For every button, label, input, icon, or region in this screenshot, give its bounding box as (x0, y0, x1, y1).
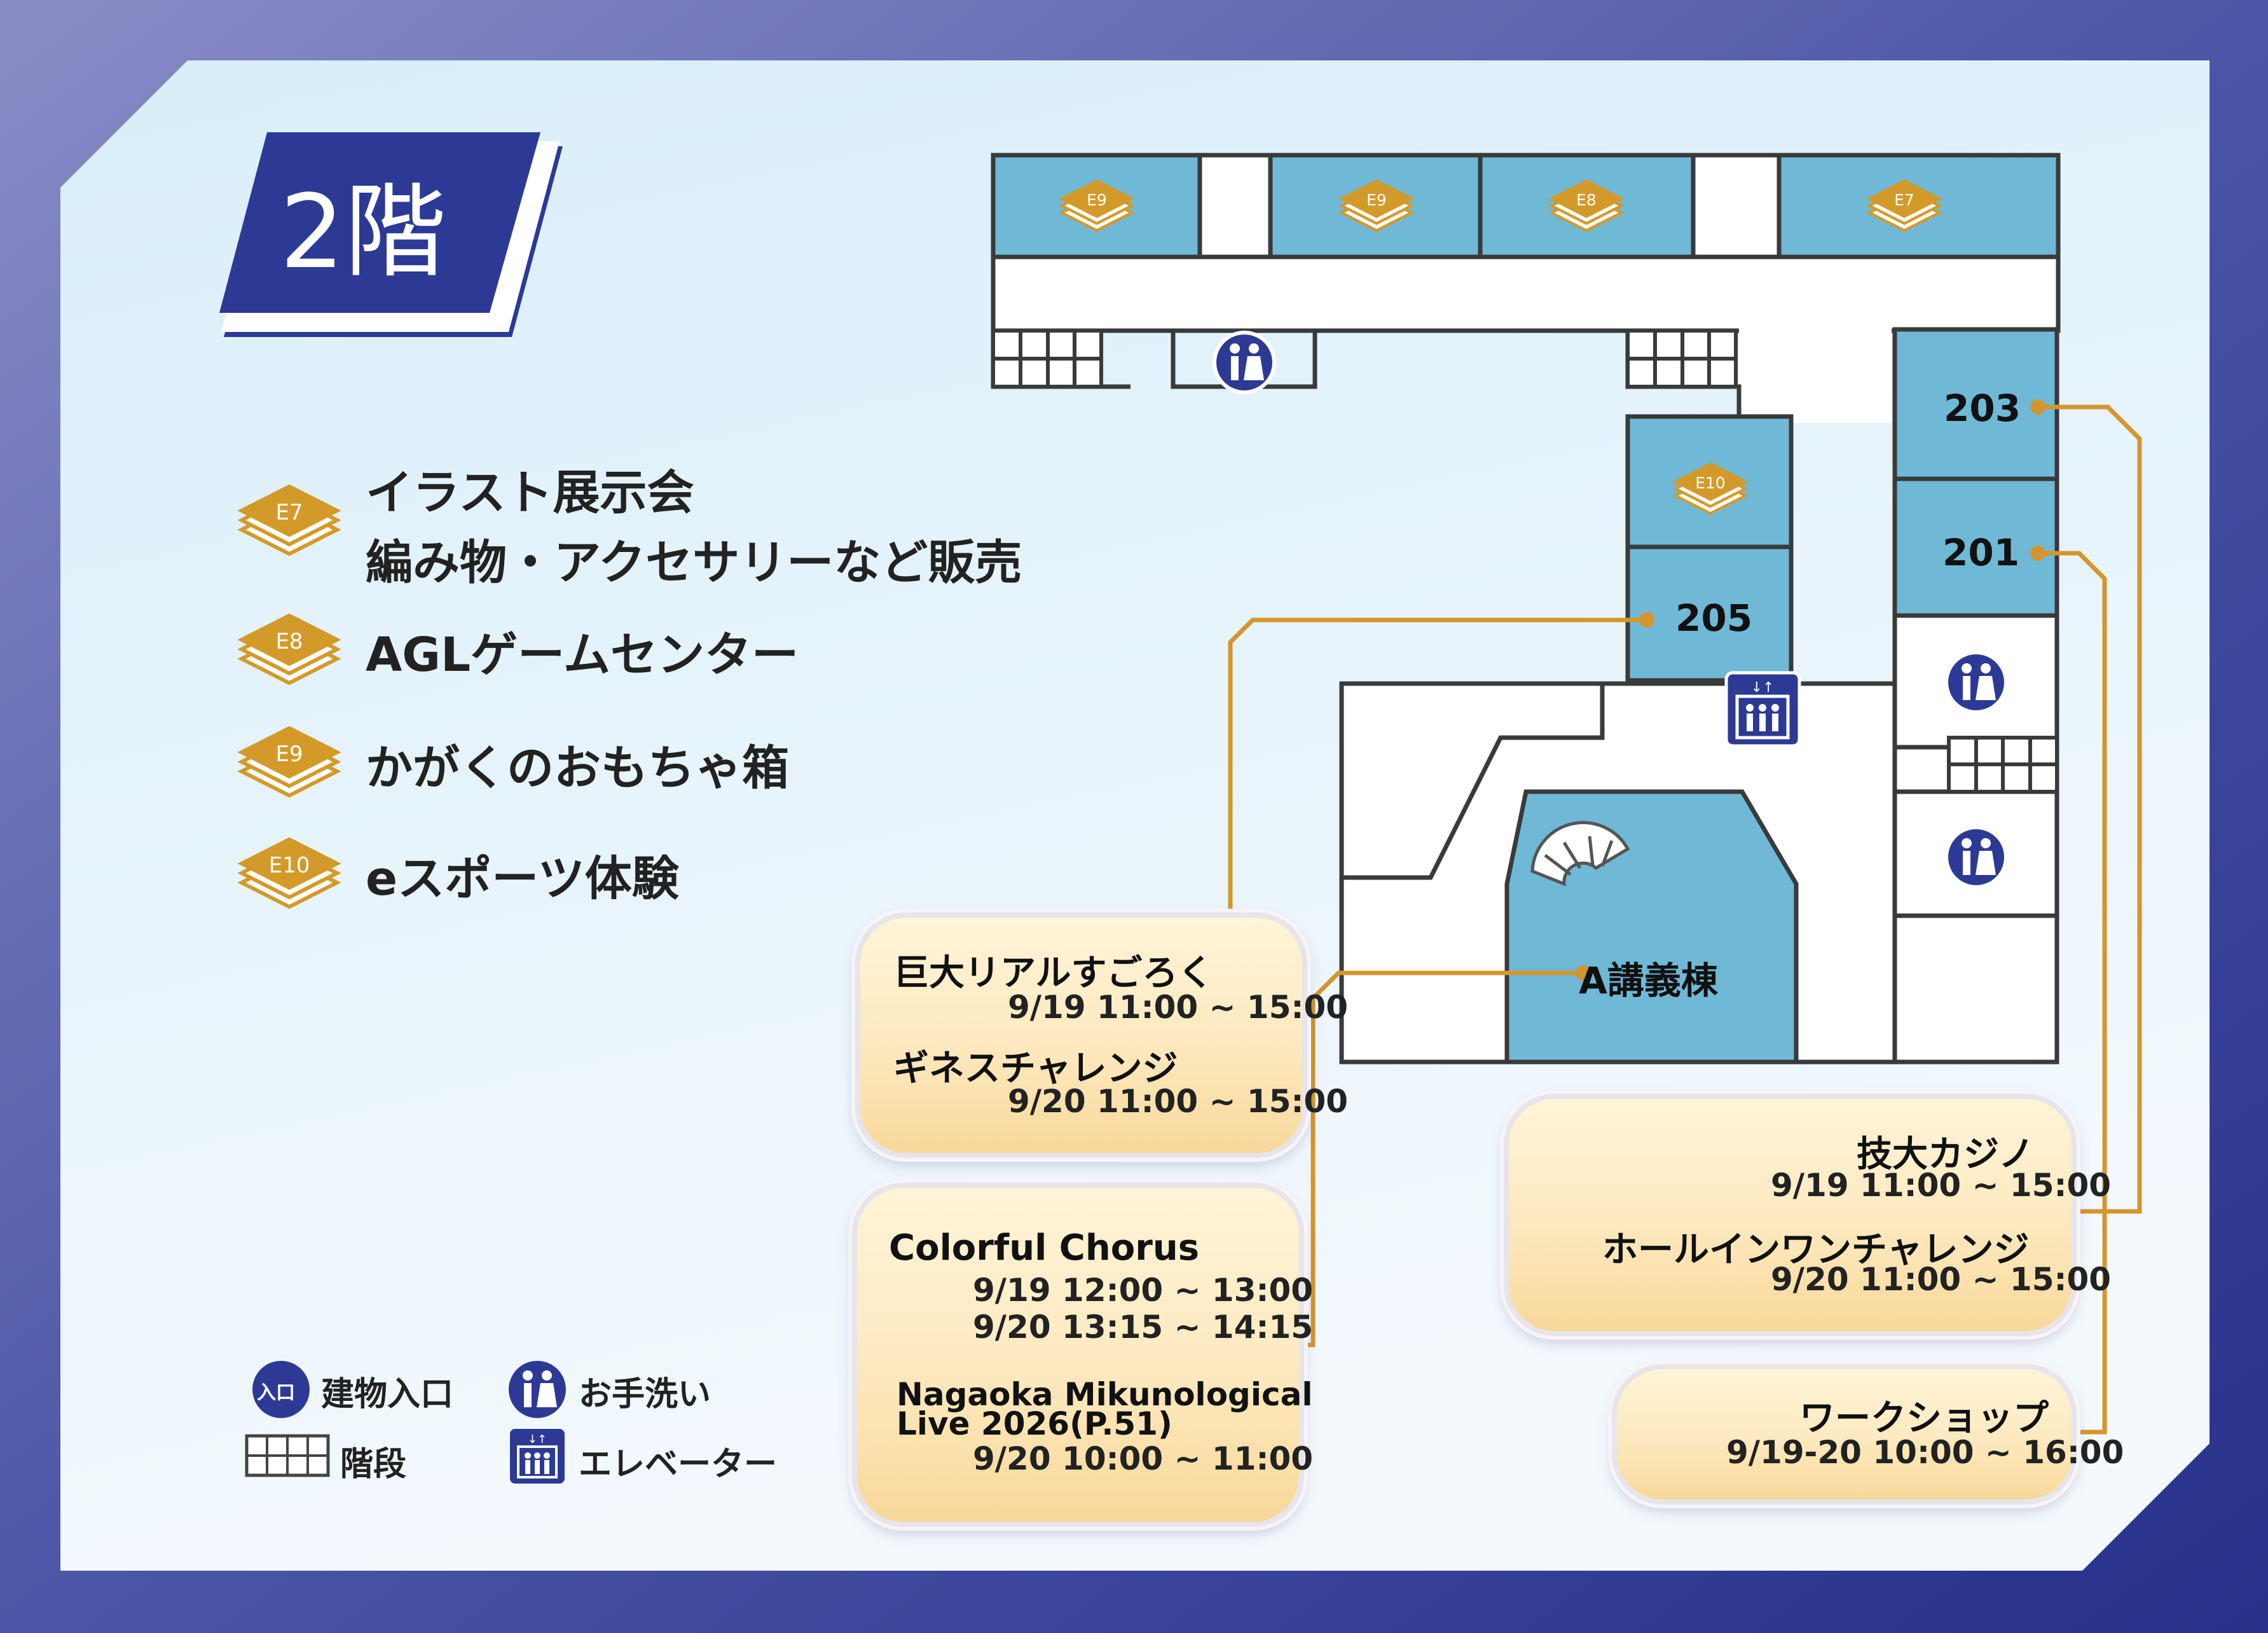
connector-203 (2038, 404, 2142, 1214)
event-time: 9/20 11:00 ~ 15:00 (1008, 1083, 1349, 1120)
booth-code-label: E9 (1087, 191, 1107, 209)
elevator-icon-map: ↓↑ (1724, 671, 1801, 748)
event-time: 9/20 13:15 ~ 14:15 (973, 1309, 1314, 1346)
event-box-lecture (852, 1183, 1304, 1527)
e10-booth-icon: E10 (237, 837, 341, 909)
restroom-icon-east-1 (1944, 651, 2008, 714)
svg-text:↓↑: ↓↑ (528, 1433, 547, 1446)
event-title: ギネスチャレンジ (893, 1048, 1178, 1089)
legend-e10: eスポーツ体験 (366, 851, 679, 906)
e8-booth-icon: E8 (237, 613, 341, 686)
booth-code-label: E9 (1366, 191, 1387, 209)
svg-text:↓↑: ↓↑ (1751, 680, 1775, 696)
event-time: 9/20 11:00 ~ 15:00 (1771, 1261, 2112, 1298)
room-201 (1892, 476, 2059, 618)
booth-code-label: E10 (1695, 474, 1725, 492)
map-e9-icon-b: E9 (1338, 179, 1415, 232)
map-e7-icon: E7 (1866, 179, 1942, 232)
booth-code-label: E10 (269, 853, 310, 878)
floor-title-badge (219, 132, 563, 337)
room-205 (1625, 544, 1794, 683)
legend-e7-line1: イラスト展示会 (366, 465, 694, 520)
booth-code-label: E8 (275, 629, 303, 654)
booth-code-label: E9 (275, 741, 303, 767)
map-e10-icon: E10 (1672, 462, 1749, 515)
legend-e9: かがくのおもちゃ箱 (366, 741, 789, 796)
event-title: ホールインワンチャレンジ (1602, 1229, 2030, 1271)
event-time: 9/20 10:00 ~ 11:00 (973, 1440, 1314, 1477)
map-e9-icon-a: E9 (1059, 179, 1135, 232)
event-title: Nagaoka Mikunological (897, 1376, 1313, 1413)
elevator-icon-key: ↓↑ (510, 1429, 565, 1484)
entrance-icon (252, 1361, 310, 1418)
legend-e7-line2: 編み物・アクセサリーなど販売 (366, 535, 1022, 590)
connector-201 (2038, 551, 2107, 1435)
event-title: ワークショップ (1799, 1398, 2049, 1439)
room-203-label: 203 (1944, 387, 2021, 430)
event-time: 9/19 11:00 ~ 15:00 (1771, 1167, 2112, 1204)
event-title: 技大カジノ (1857, 1134, 2034, 1175)
booth-code-label: E8 (1576, 191, 1597, 209)
stairs-icon-key (245, 1434, 330, 1477)
stairs-east (1947, 736, 2059, 794)
event-time: 9/19 11:00 ~ 15:00 (1008, 989, 1349, 1026)
entrance-badge-text: 入口 (257, 1382, 295, 1404)
event-title: Live 2026(P.51) (897, 1405, 1172, 1442)
spiral-stair-icon (1530, 821, 1630, 886)
event-time: 9/19-20 10:00 ~ 16:00 (1726, 1434, 2124, 1471)
event-connectors (1228, 404, 2142, 1435)
legend-e8: AGLゲームセンター (366, 628, 799, 682)
e7-booth-icon: E7 (237, 484, 341, 556)
event-title: Colorful Chorus (889, 1227, 1200, 1269)
event-time: 9/19 12:00 ~ 13:00 (973, 1272, 1314, 1309)
lecture-hall-a (1504, 789, 1799, 1065)
key-restroom: お手洗い (579, 1375, 711, 1414)
room-205-label: 205 (1675, 596, 1753, 640)
stairs-north-west (991, 329, 1103, 389)
key-elevator: エレベーター (579, 1445, 778, 1484)
e9-booth-icon: E9 (237, 726, 341, 798)
key-stairs: 階段 (340, 1445, 407, 1484)
restroom-icon-key (509, 1361, 566, 1418)
room-201-label: 201 (1942, 531, 2020, 574)
event-box-203 (1504, 1094, 2077, 1336)
map-e8-icon: E8 (1548, 179, 1625, 232)
event-title: 巨大リアルすごろく (893, 953, 1214, 994)
event-box-201 (1612, 1364, 2077, 1505)
booth-code-label: E7 (275, 500, 303, 525)
stairs-north-east (1626, 329, 1738, 389)
connector-lecture (1297, 970, 1583, 1347)
key-entrance: 建物入口 (321, 1375, 454, 1414)
restroom-icon-east-2 (1944, 825, 2008, 889)
event-box-205 (855, 913, 1307, 1158)
booth-code-label: E7 (1894, 191, 1914, 209)
lecture-hall-label: A講義棟 (1579, 959, 1718, 1002)
room-203 (1892, 327, 2059, 481)
restroom-icon-north (1213, 331, 1276, 394)
connector-205 (1228, 617, 1647, 941)
floor-title: 2階 (280, 172, 446, 291)
